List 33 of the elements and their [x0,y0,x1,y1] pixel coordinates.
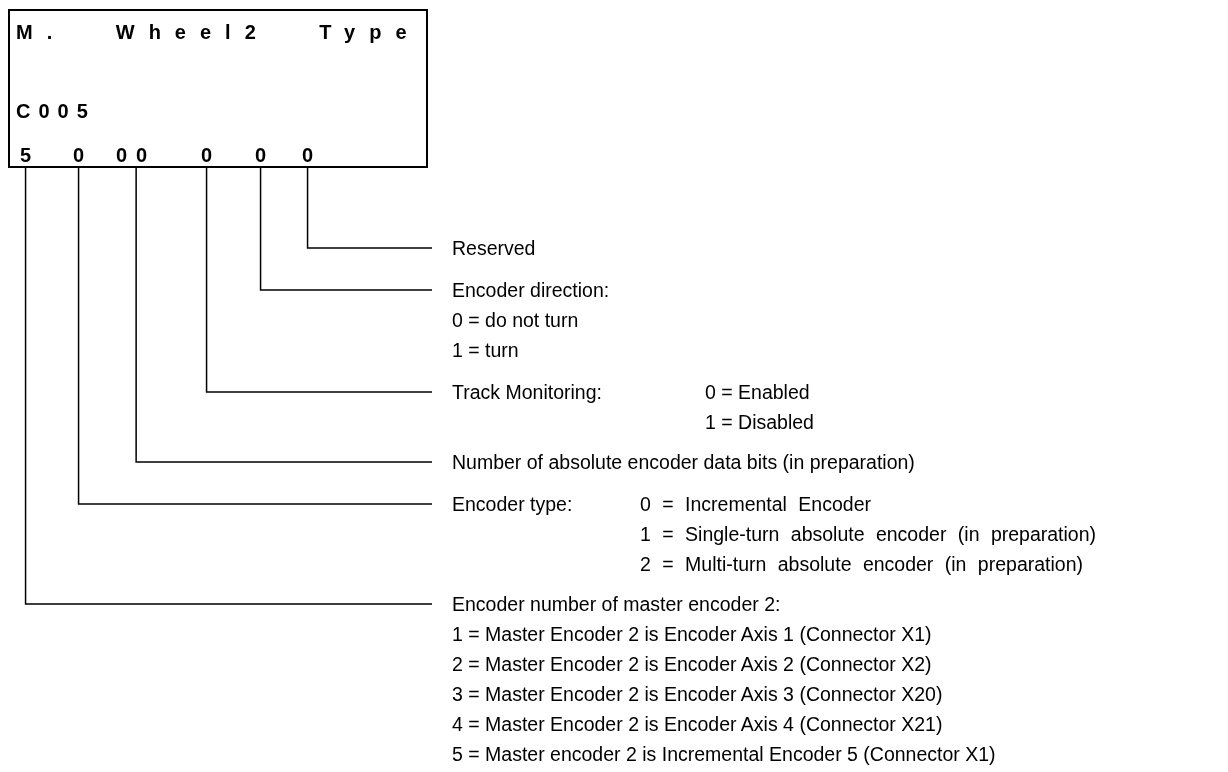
description-heading: Encoder direction: [452,279,610,301]
display-digit: 0 [302,144,314,166]
description-heading: Reserved [452,237,536,259]
display-panel [8,9,428,168]
description-heading: Track Monitoring: [452,381,602,403]
value-option: 4 = Master Encoder 2 is Encoder Axis 4 (Connector X21) [452,713,943,735]
leader-line [77,165,433,505]
value-option: 2 = Master Encoder 2 is Encoder Axis 2 (Connector X2) [452,653,932,675]
value-option: 1 = Disabled [705,411,814,433]
value-option: 0 = Incremental Encoder [640,493,871,515]
value-option: 0 = do not turn [452,309,579,331]
display-digit: 0 [201,144,213,166]
value-option: 1 = Master Encoder 2 is Encoder Axis 1 (Connector X1) [452,623,932,645]
leader-line [24,165,433,605]
value-option: 5 = Master encoder 2 is Incremental Encoder 5 (Connector X1) [452,743,996,765]
parameter-code: C005 [16,100,96,122]
description-heading: Number of absolute encoder data bits (in preparation) [452,451,915,473]
leader-line [259,165,433,291]
description-heading: Encoder type: [452,493,573,515]
display-digit: 00 [116,144,157,166]
value-option: 1 = turn [452,339,519,361]
display-digit: 0 [255,144,267,166]
value-option: 0 = Enabled [705,381,810,403]
display-digit: 0 [73,144,85,166]
value-option: 3 = Master Encoder 2 is Encoder Axis 3 (Connector X20) [452,683,943,705]
leader-line [306,165,433,249]
value-option: 2 = Multi-turn absolute encoder (in preparation) [640,553,1083,575]
leader-line [205,165,433,393]
leader-line [135,165,433,463]
description-heading: Encoder number of master encoder 2: [452,593,781,615]
display-title: M. Wheel2 Type [16,21,421,43]
value-option: 1 = Single-turn absolute encoder (in preparation) [640,523,1097,545]
display-digit: 5 [20,144,32,166]
